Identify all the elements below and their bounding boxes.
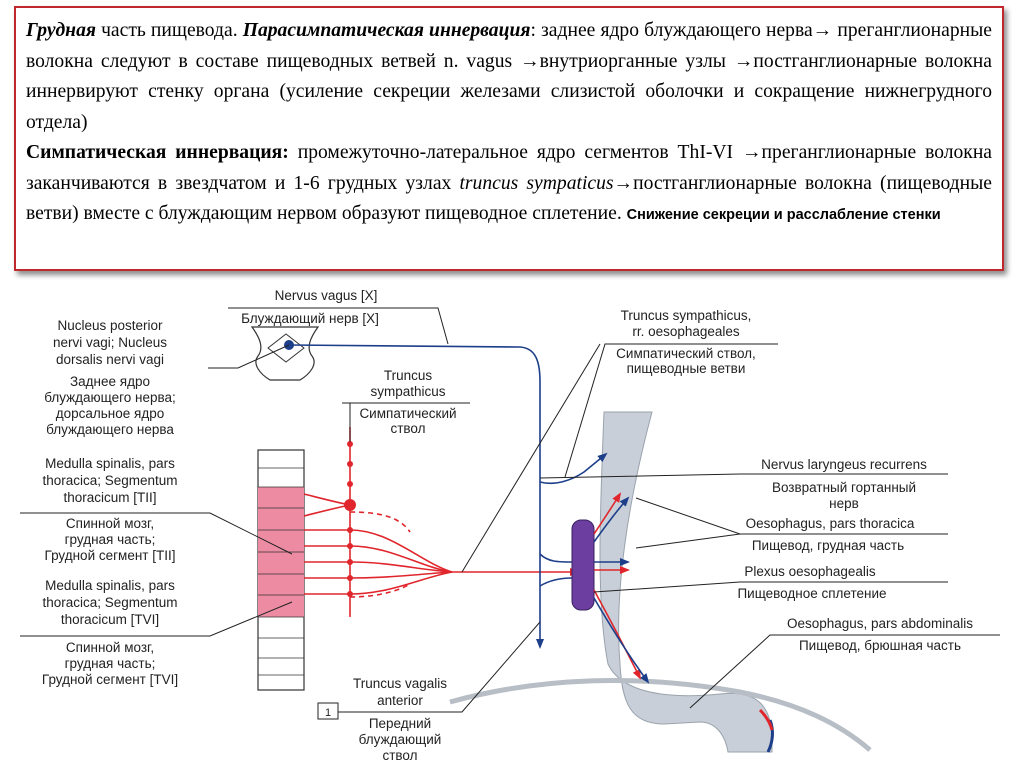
nucleus-russian-3: дорсальное ядро bbox=[56, 406, 165, 421]
laryngeus-russian-2: нерв bbox=[829, 496, 859, 511]
label-segment-th2: Medulla spinalis, pars thoracica; Segmen… bbox=[42, 456, 177, 563]
th2-russian-1: Спинной мозг, bbox=[66, 516, 154, 531]
number-box-label: 1 bbox=[325, 707, 331, 719]
nucleus-russian-1: Заднее ядро bbox=[70, 374, 150, 389]
oes-thor-latin: Oesophagus, pars thoracica bbox=[746, 516, 915, 531]
truncus-oes-latin-2: rr. oesophageales bbox=[632, 324, 740, 339]
label-segment-th6: Medulla spinalis, pars thoracica; Segmen… bbox=[42, 578, 178, 687]
th2-russian-3: Грудной сегмент [TII] bbox=[45, 548, 176, 563]
vagalis-russian-1: Передний bbox=[369, 716, 431, 731]
sympathetic-fibers bbox=[303, 427, 580, 617]
description-box: Грудная часть пищевода. Парасимпатическа… bbox=[14, 6, 1004, 271]
oes-thor-russian: Пищевод, грудная часть bbox=[752, 538, 904, 553]
truncus-oes-russian-1: Симпатический ствол, bbox=[616, 346, 756, 361]
vagalis-russian-3: ствол bbox=[382, 748, 417, 763]
th6-russian-1: Спинной мозг, bbox=[66, 640, 154, 655]
heading-sympathetic: Симпатическая иннервация: bbox=[26, 142, 289, 163]
truncus-symp-latin-1: Truncus bbox=[384, 368, 433, 383]
vagalis-russian-2: блуждающий bbox=[359, 732, 442, 747]
label-nervus-vagus: Nervus vagus [X] Блуждающий нерв [X] bbox=[241, 288, 379, 326]
label-oesophagus-thoracica: Oesophagus, pars thoracica Пищевод, груд… bbox=[746, 516, 915, 553]
th2-russian-2: грудная часть; bbox=[65, 532, 156, 547]
medulla-oblongata bbox=[250, 326, 320, 381]
laryngeus-russian-1: Возвратный гортанный bbox=[772, 480, 916, 495]
label-nucleus: Nucleus posterior nervi vagi; Nucleus do… bbox=[44, 318, 176, 437]
innervation-diagram: 1 Nervus vagus [X] Блуждающий нерв [X] N… bbox=[20, 288, 1000, 763]
term-grudnaya: Грудная bbox=[26, 20, 96, 41]
oes-abd-russian: Пищевод, брюшная часть bbox=[799, 638, 961, 653]
number-box bbox=[317, 702, 339, 720]
th6-russian-2: грудная часть; bbox=[65, 656, 156, 671]
th6-latin-3: thoracicum [TVI] bbox=[61, 612, 159, 627]
th6-latin-1: Medulla spinalis, pars bbox=[45, 578, 175, 593]
postganglionic-fibers bbox=[593, 492, 650, 684]
nervus-vagus-russian: Блуждающий нерв [X] bbox=[241, 311, 379, 326]
label-laryngeus: Nervus laryngeus recurrens Возвратный го… bbox=[761, 457, 927, 511]
truncus-symp-russian-1: Симпатический bbox=[359, 406, 456, 421]
text-run: промежуточно-латеральное ядро сегментов … bbox=[26, 142, 993, 194]
heading-parasympathetic: Парасимпатическая иннервация bbox=[242, 20, 531, 41]
nucleus-latin-1: Nucleus posterior bbox=[57, 318, 163, 333]
truncus-symp-latin-2: sympathicus bbox=[370, 384, 445, 399]
label-truncus-sympathicus: Truncus sympathicus Симпатический ствол bbox=[359, 368, 456, 436]
nucleus-latin-3: dorsalis nervi vagi bbox=[56, 352, 164, 367]
text-run: часть пищевода. bbox=[95, 20, 243, 41]
text-run-small: Снижение секреции и расслабление стенки bbox=[626, 207, 941, 223]
truncus-oes-russian-2: пищеводные ветви bbox=[627, 361, 746, 376]
plexus-latin: Plexus oesophagealis bbox=[744, 564, 876, 579]
th2-latin-3: thoracicum [TII] bbox=[63, 490, 156, 505]
vagalis-latin-1: Truncus vagalis bbox=[353, 676, 447, 691]
plexus-russian: Пищеводное сплетение bbox=[737, 586, 886, 601]
term-truncus: truncus sympaticus bbox=[459, 172, 614, 194]
text-run: →постганглионарные волокна (пищеводные в… bbox=[26, 172, 992, 225]
label-plexus: Plexus oesophagealis Пищеводное сплетени… bbox=[737, 564, 886, 601]
nucleus-russian-4: блуждающего нерва bbox=[46, 422, 174, 437]
truncus-symp-russian-2: ствол bbox=[390, 421, 425, 436]
truncus-oes-latin-1: Truncus sympathicus, bbox=[621, 308, 752, 323]
paragraph-parasympathetic: Грудная часть пищевода. Парасимпатическа… bbox=[26, 16, 992, 138]
nervus-vagus-latin: Nervus vagus [X] bbox=[275, 288, 378, 303]
vagus-nerve bbox=[288, 344, 608, 649]
nucleus-latin-2: nervi vagi; Nucleus bbox=[53, 335, 167, 350]
th2-latin-2: thoracica; Segmentum bbox=[42, 473, 177, 488]
laryngeus-latin: Nervus laryngeus recurrens bbox=[761, 457, 927, 472]
label-truncus-oesophageales: Truncus sympathicus, rr. oesophageales С… bbox=[616, 308, 756, 376]
sympathetic-ganglia bbox=[344, 441, 356, 597]
th2-latin-1: Medulla spinalis, pars bbox=[45, 456, 175, 471]
th6-russian-3: Грудной сегмент [TVI] bbox=[42, 672, 178, 687]
label-truncus-vagalis: Truncus vagalis anterior Передний блужда… bbox=[353, 676, 447, 763]
th6-latin-2: thoracica; Segmentum bbox=[42, 595, 177, 610]
vagalis-latin-2: anterior bbox=[377, 693, 423, 708]
paragraph-sympathetic: Симпатическая иннервация: промежуточно-л… bbox=[26, 138, 992, 231]
text-run: : заднее ядро блуждающего нерва→ преганг… bbox=[26, 20, 992, 133]
leader-lines bbox=[20, 307, 1000, 713]
diaphragm-line bbox=[449, 678, 872, 752]
nucleus-russian-2: блуждающего нерва; bbox=[44, 390, 176, 405]
label-oesophagus-abdominalis: Oesophagus, pars abdominalis Пищевод, бр… bbox=[787, 616, 973, 653]
plexus-ganglion bbox=[571, 519, 595, 611]
segment-lines bbox=[258, 467, 304, 676]
oes-abd-latin: Oesophagus, pars abdominalis bbox=[787, 616, 973, 631]
